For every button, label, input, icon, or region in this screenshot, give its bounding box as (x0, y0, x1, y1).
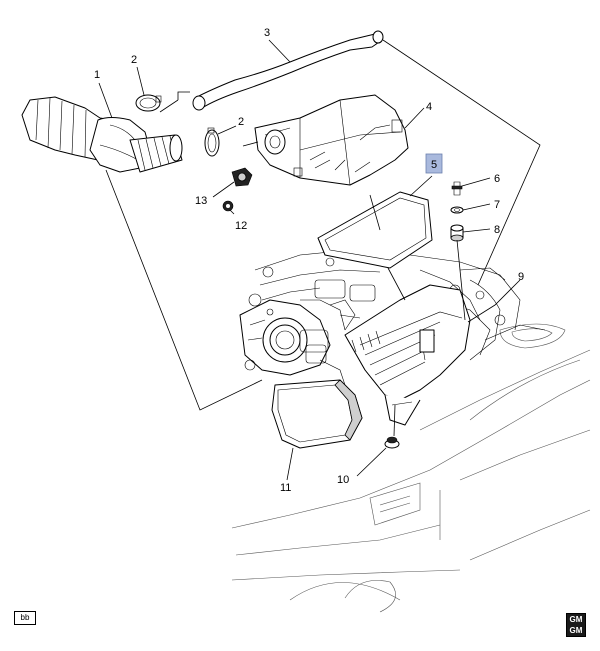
part-8-isolator (450, 224, 464, 242)
gm-logo-line2: GM (569, 626, 583, 635)
callout-5: 5 (431, 159, 437, 171)
part-6-bolt (451, 181, 463, 196)
callout-6: 6 (494, 173, 500, 185)
part-2-clamp-left (135, 94, 162, 112)
part-7-washer (450, 206, 464, 214)
leader-lines (98, 39, 541, 481)
throttle-body (239, 293, 346, 393)
part-13-sensor (231, 167, 253, 187)
part-3-vent-tube (192, 30, 384, 111)
callout-11: 11 (280, 482, 291, 494)
bb-tag: bb (14, 611, 36, 625)
callout-12: 12 (235, 220, 247, 232)
intake-bellows-hose (129, 134, 183, 173)
gm-logo: GM GM (566, 613, 586, 637)
callout-4: 4 (426, 101, 432, 113)
callout-1: 1 (94, 69, 100, 81)
part-12-nut (222, 200, 234, 212)
callout-2b: 2 (238, 116, 244, 128)
part-11-air-inlet-duct (271, 379, 363, 449)
callout-7: 7 (494, 199, 500, 211)
part-5-air-filter-element (317, 191, 433, 269)
part-4-air-cleaner-cover (254, 94, 409, 186)
callout-5-highlight (425, 153, 443, 174)
callout-13: 13 (195, 195, 207, 207)
part-9-air-cleaner-housing (344, 284, 471, 426)
part-2-clamp-right (204, 127, 220, 157)
gm-logo-line1: GM (569, 615, 583, 624)
part-10-grommet (384, 436, 400, 449)
callouts: 1 2 2 3 4 5 6 7 8 9 10 11 12 13 (94, 27, 524, 494)
callout-9: 9 (518, 271, 524, 283)
callout-3: 3 (264, 27, 270, 39)
engine-assembly (239, 249, 546, 393)
callout-10: 10 (337, 474, 349, 486)
part-1-intake-duct (21, 96, 151, 173)
callout-8: 8 (494, 224, 500, 236)
vehicle-body-outline (231, 323, 591, 613)
callout-2a: 2 (131, 54, 137, 66)
